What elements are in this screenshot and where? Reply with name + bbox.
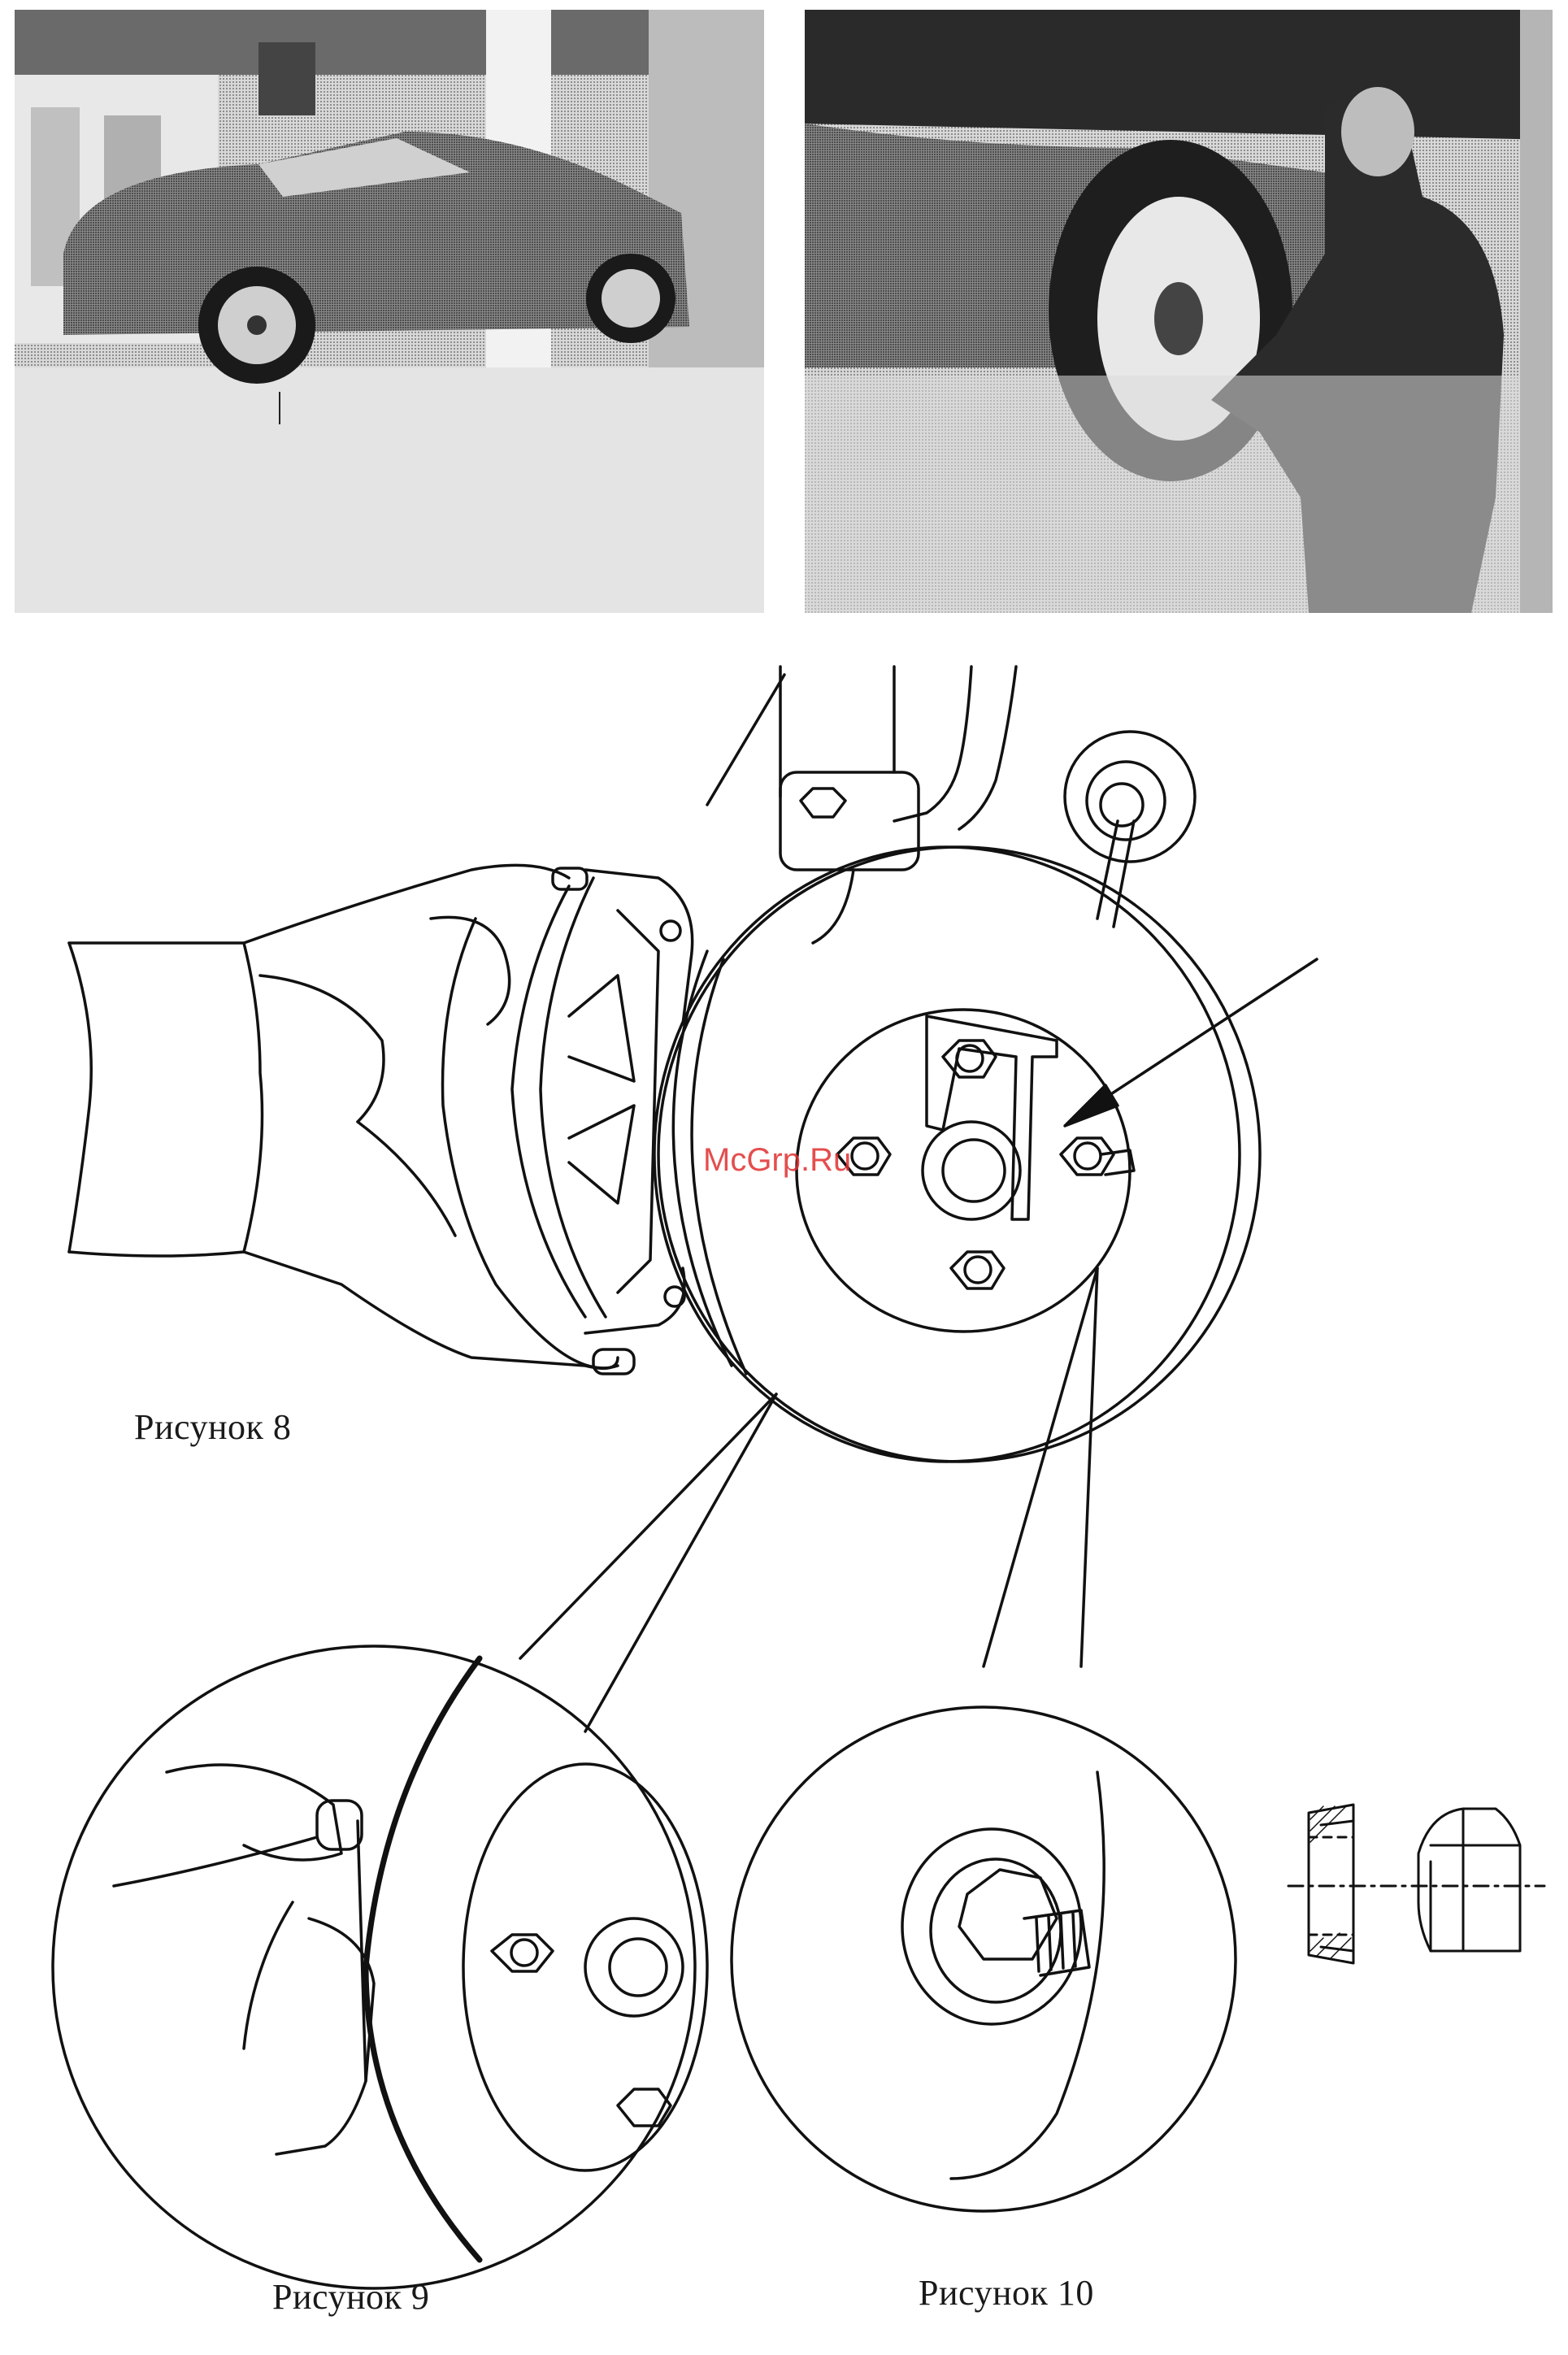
photo-mechanic-removing-wheel bbox=[805, 10, 1553, 613]
figure-9-caption: Рисунок 9 bbox=[272, 2276, 429, 2318]
inset-figure-10 bbox=[732, 1707, 1236, 2211]
tie-rod-end bbox=[1065, 732, 1195, 927]
suspension-strut bbox=[707, 667, 1016, 943]
figure-8-caption: Рисунок 8 bbox=[134, 1406, 291, 1448]
inset-figure-9 bbox=[53, 1646, 707, 2288]
mechanic-hand bbox=[69, 865, 634, 1374]
washer-hatching bbox=[1310, 1806, 1351, 1959]
washer-and-nut-detail bbox=[1288, 1805, 1544, 1963]
figure-10-caption: Рисунок 10 bbox=[919, 2272, 1094, 2314]
wheel-stud bbox=[943, 1041, 996, 1077]
leader-lines bbox=[520, 1268, 1097, 1731]
wheel-stud bbox=[951, 1252, 1004, 1288]
brake-disc-illustration bbox=[0, 650, 1568, 2355]
wheel-stud bbox=[1061, 1138, 1134, 1175]
brake-caliper bbox=[443, 870, 693, 1368]
photo-car-on-lift bbox=[15, 10, 764, 613]
watermark: McGrp.Ru bbox=[703, 1142, 851, 1179]
